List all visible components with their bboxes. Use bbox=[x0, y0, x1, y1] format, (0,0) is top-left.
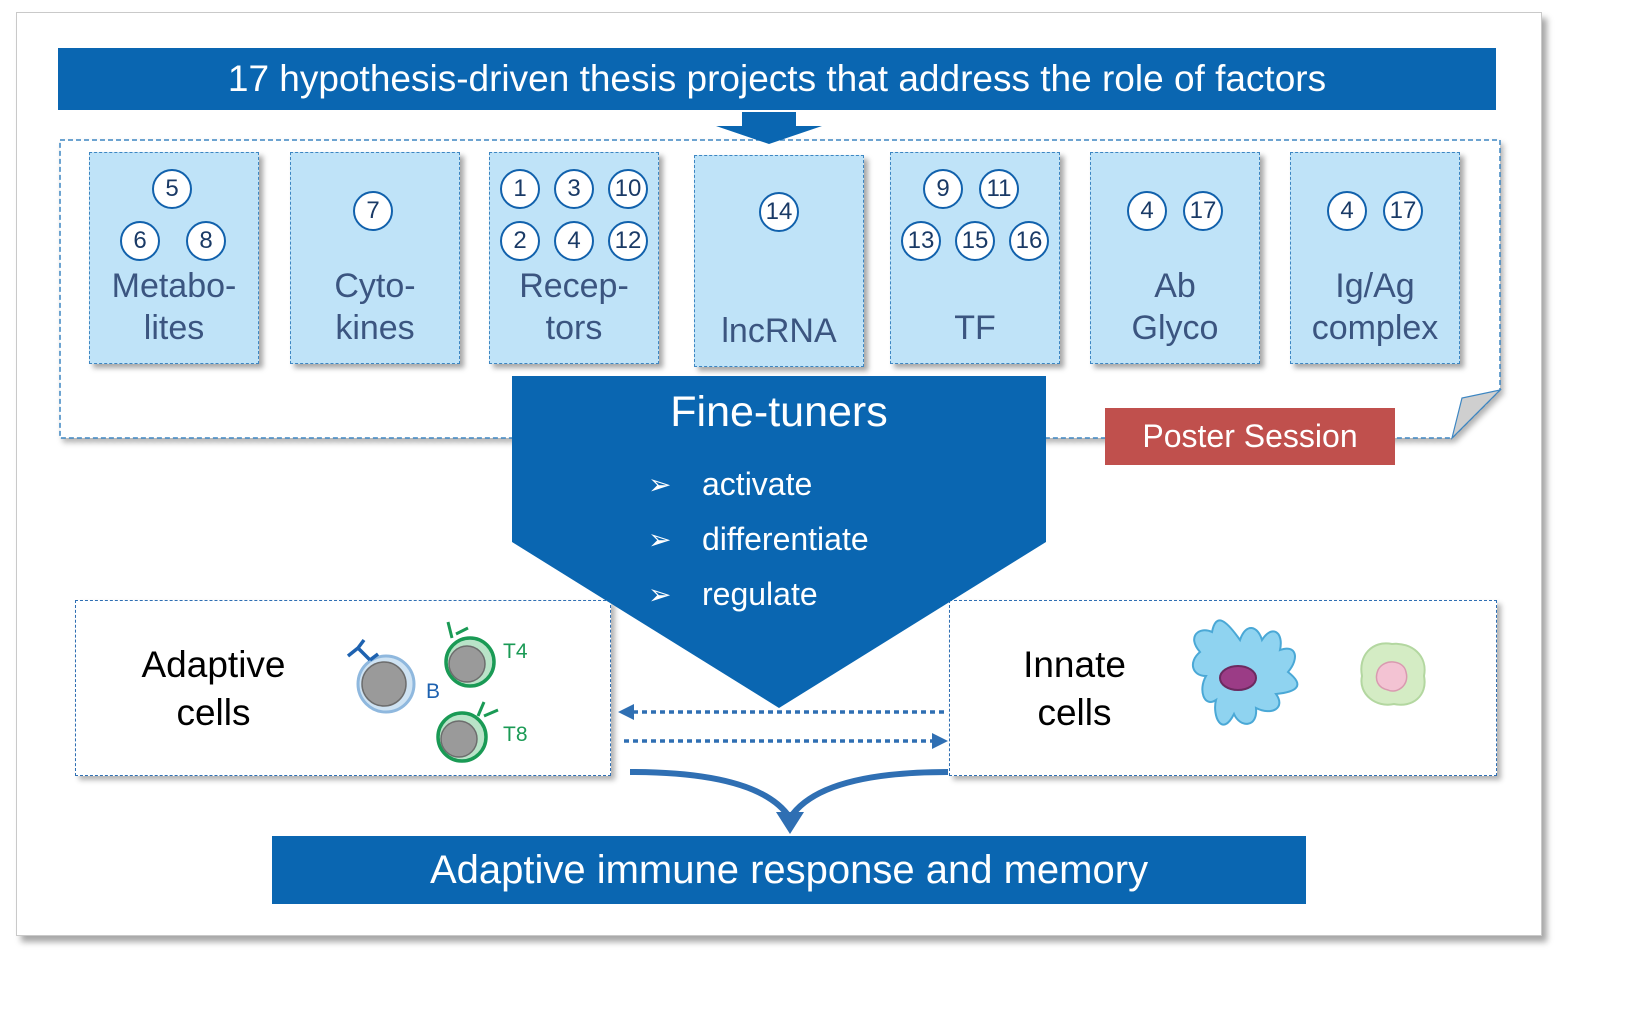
bullet-arrow-icon: ➢ bbox=[648, 524, 672, 555]
factor-label-line2: lncRNA bbox=[721, 312, 837, 350]
project-circle: 2 bbox=[500, 221, 540, 261]
project-circle: 6 bbox=[120, 221, 160, 261]
panel-fold-corner bbox=[1450, 388, 1502, 440]
factor-label-line1: Ab bbox=[1154, 267, 1196, 305]
project-circle: 4 bbox=[554, 221, 594, 261]
adaptive-title-line1: Adaptive bbox=[141, 644, 286, 685]
result-banner: Adaptive immune response and memory bbox=[272, 836, 1306, 904]
project-circle: 4 bbox=[1327, 191, 1367, 231]
factor-label-line2: tors bbox=[545, 309, 603, 347]
factor-label-line2: complex bbox=[1311, 309, 1439, 347]
fine-tuner-item: ➢ differentiate bbox=[648, 521, 869, 558]
factor-label-line1: Cyto- bbox=[334, 267, 416, 305]
dendritic-cell-icon bbox=[1191, 619, 1299, 726]
factor-label-line2: lites bbox=[143, 309, 205, 347]
factor-label-line1: Ig/Ag bbox=[1335, 267, 1415, 305]
factor-box-lncrna: 14 lncRNA bbox=[694, 155, 864, 367]
project-circle: 14 bbox=[759, 192, 799, 232]
project-circle: 17 bbox=[1383, 191, 1423, 231]
t8-cell-icon bbox=[436, 701, 499, 763]
project-circle: 8 bbox=[186, 221, 226, 261]
project-circle: 5 bbox=[152, 169, 192, 209]
factor-label-line1: Metabo- bbox=[111, 267, 237, 305]
b-cell-label: B bbox=[426, 680, 441, 703]
factor-label-line2: Glyco bbox=[1131, 309, 1219, 347]
merge-arrow-head bbox=[776, 812, 804, 834]
adaptive-title-line2: cells bbox=[176, 692, 251, 733]
fine-tuner-item: ➢ regulate bbox=[648, 576, 818, 613]
t4-cell-icon bbox=[444, 621, 496, 688]
project-circle: 4 bbox=[1127, 191, 1167, 231]
project-circle: 16 bbox=[1009, 221, 1049, 261]
bullet-arrow-icon: ➢ bbox=[648, 579, 672, 610]
factor-box-cytokines: 7 Cyto- kines bbox=[290, 152, 460, 364]
factor-box-tf: 9 11 13 15 16 TF bbox=[890, 152, 1060, 364]
down-arrow-to-factors bbox=[716, 112, 822, 144]
factor-box-metabolites: 5 6 8 Metabo- lites bbox=[89, 152, 259, 364]
dotted-arrow-left-head bbox=[618, 704, 634, 720]
factor-label-line2: TF bbox=[954, 309, 996, 347]
dotted-arrow-right-head bbox=[932, 733, 948, 749]
project-circle: 17 bbox=[1183, 191, 1223, 231]
t8-cell-label: T8 bbox=[503, 723, 528, 746]
project-circle: 13 bbox=[901, 221, 941, 261]
fine-tuner-label: differentiate bbox=[702, 521, 869, 557]
project-circle: 12 bbox=[608, 221, 648, 261]
adaptive-cells-box: Adaptive cells bbox=[75, 600, 611, 776]
project-circle: 9 bbox=[923, 169, 963, 209]
factor-box-ab-glyco: 4 17 Ab Glyco bbox=[1090, 152, 1260, 364]
project-circle: 10 bbox=[608, 169, 648, 209]
innate-title-line2: cells bbox=[1037, 692, 1112, 733]
project-circle: 1 bbox=[500, 169, 540, 209]
factor-box-ig-ag-complex: 4 17 Ig/Ag complex bbox=[1290, 152, 1460, 364]
innate-cell-green-icon bbox=[1360, 642, 1426, 706]
innate-title-line1: Innate bbox=[1023, 644, 1126, 685]
factor-box-receptors: 1 3 10 2 4 12 Recep- tors bbox=[489, 152, 659, 364]
project-circle: 15 bbox=[955, 221, 995, 261]
t4-cell-label: T4 bbox=[503, 640, 528, 663]
factor-label-line2: kines bbox=[335, 309, 415, 347]
fine-tuner-label: regulate bbox=[702, 576, 818, 612]
header-banner: 17 hypothesis-driven thesis projects tha… bbox=[58, 48, 1496, 110]
merge-arrow bbox=[629, 769, 949, 824]
fine-tuner-item: ➢ activate bbox=[648, 466, 812, 503]
fine-tuner-label: activate bbox=[702, 466, 813, 502]
poster-session-tag: Poster Session bbox=[1105, 408, 1395, 465]
fine-tuners-arrow bbox=[512, 376, 1046, 708]
project-circle: 11 bbox=[979, 169, 1019, 209]
fine-tuners-title: Fine-tuners bbox=[670, 388, 888, 436]
b-cell-icon bbox=[346, 638, 416, 714]
project-circle: 7 bbox=[353, 191, 393, 231]
factor-label-line1: Recep- bbox=[519, 267, 629, 305]
bullet-arrow-icon: ➢ bbox=[648, 469, 672, 500]
project-circle: 3 bbox=[554, 169, 594, 209]
